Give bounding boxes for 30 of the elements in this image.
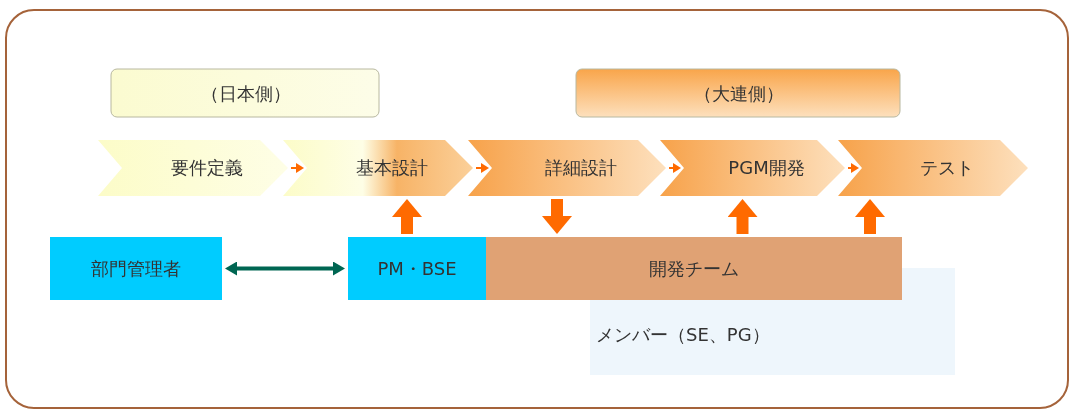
process-step (660, 140, 845, 196)
step-label: 要件定義 (171, 156, 243, 180)
group-banner (575, 68, 903, 120)
group-banner (110, 68, 382, 120)
block-arrow (727, 199, 758, 234)
flow-arrow (668, 163, 681, 173)
process-step (98, 140, 288, 196)
block-arrow (542, 199, 572, 234)
process-step (283, 140, 473, 196)
role-label: PM・BSE (377, 256, 457, 281)
step-label: テスト (920, 156, 974, 180)
flow-arrow (475, 163, 489, 173)
role-label: メンバー（SE、PG） (596, 323, 770, 347)
step-label: 基本設計 (356, 156, 428, 180)
block-arrow (855, 199, 885, 234)
flow-arrow (290, 163, 304, 173)
role-box (348, 237, 486, 300)
step-label: 詳細設計 (545, 156, 617, 180)
step-label: PGM開発 (728, 156, 805, 180)
role-label: 開発チーム (649, 256, 739, 281)
process-step (468, 140, 666, 196)
group-title: （大連側） (694, 82, 784, 106)
role-box (486, 237, 902, 300)
group-title: （日本側） (201, 82, 291, 106)
double-arrow (225, 261, 345, 276)
block-arrow (392, 199, 422, 234)
process-step (838, 140, 1028, 196)
role-box (50, 237, 222, 300)
flow-arrow (847, 163, 859, 173)
role-label: 部門管理者 (91, 256, 181, 281)
